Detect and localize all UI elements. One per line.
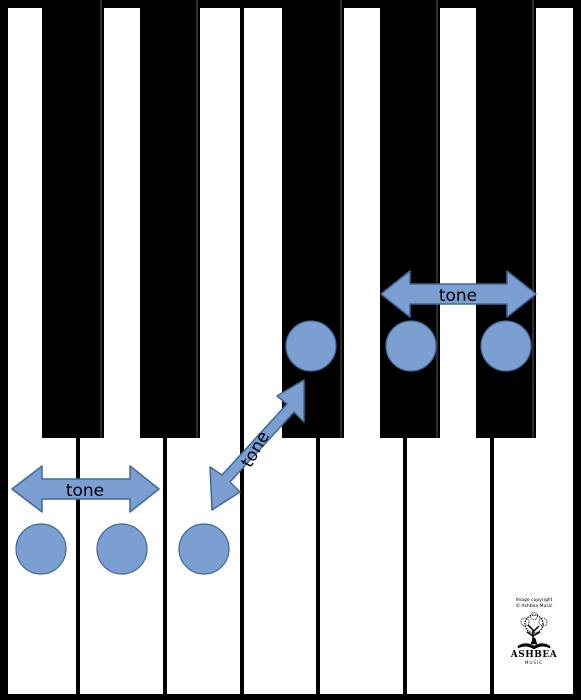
black-key	[282, 0, 344, 438]
black-key	[42, 0, 104, 438]
tone-label-right: tone	[439, 286, 477, 306]
tone-label-left: tone	[66, 481, 104, 501]
black-keys	[42, 0, 536, 438]
note-marker	[480, 320, 532, 372]
ashbea-logo: Image copyright © Ashbea Music ASHBEA MU…	[506, 598, 562, 665]
note-marker	[15, 523, 67, 575]
note-marker	[96, 523, 148, 575]
tree-logo-icon	[517, 612, 551, 650]
note-markers	[15, 320, 532, 575]
black-key	[476, 0, 536, 438]
double-arrow-left	[11, 465, 160, 513]
double-arrow-right	[380, 270, 537, 318]
black-key	[140, 0, 200, 438]
copyright-owner: © Ashbea Music	[515, 604, 553, 609]
note-marker	[285, 320, 337, 372]
double-arrow-diagonal	[209, 379, 305, 511]
black-key-shadows	[100, 0, 534, 438]
logo-brand: ASHBEA	[510, 650, 558, 660]
logo-subtitle: MUSIC	[525, 660, 543, 665]
note-marker	[178, 523, 230, 575]
copyright-text: Image copyright	[515, 598, 553, 603]
black-key	[380, 0, 440, 438]
note-marker	[385, 320, 437, 372]
